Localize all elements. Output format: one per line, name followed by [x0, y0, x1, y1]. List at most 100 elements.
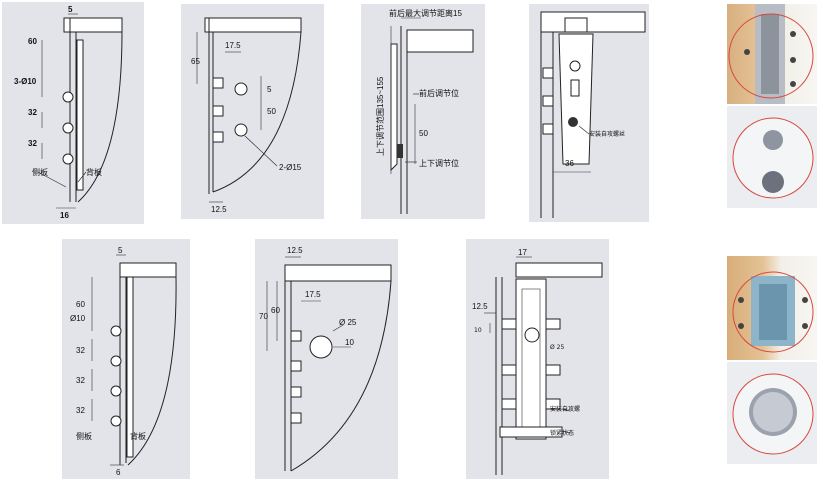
label-top: 前后最大调节距离15 [389, 8, 462, 18]
dim-60-label: 60 [28, 37, 37, 46]
dim-12-5-label: 12.5 [287, 246, 303, 255]
hinge-plate [126, 276, 134, 458]
dim-5-label: 5 [267, 85, 272, 94]
screw-2 [790, 31, 796, 37]
dim-32b-label: 32 [28, 139, 37, 148]
slot-1 [212, 77, 224, 89]
slot-3 [542, 123, 554, 135]
dim-17-5-label: 17.5 [225, 41, 241, 50]
back-panel-curve [212, 31, 302, 193]
dim-50-label: 50 [419, 129, 428, 138]
side-label: 侧板 [76, 431, 92, 441]
dim-60-label: 60 [271, 306, 280, 315]
back-panel-curve [290, 280, 392, 472]
highlight-circle [728, 13, 814, 99]
hole-large [309, 335, 333, 359]
leader-screw [578, 125, 590, 135]
hinge-photo-top [727, 4, 817, 104]
slot-2 [290, 360, 302, 372]
dim-top-label: 5 [68, 5, 73, 14]
top-board [63, 17, 123, 33]
highlight-circle [732, 117, 814, 199]
diagram-4-drawing: 安装自攻螺丝 36 [540, 11, 646, 218]
dim-hole-label: 2-Ø15 [279, 163, 302, 172]
dim-12-5-label: 12.5 [211, 205, 227, 214]
back-label: 背板 [86, 167, 102, 177]
diagram-1-drawing: 5 60 3-Ø10 32 32 侧板 背板 16 [14, 5, 123, 220]
hole-2 [234, 123, 248, 137]
hole-large-inner [753, 392, 793, 432]
label-lock: 锁紧状态 [550, 429, 574, 437]
diagram-2: 17.5 65 5 50 2-Ø15 12.5 [181, 4, 324, 219]
leader-hole [332, 324, 344, 332]
screw-left-3 [501, 398, 517, 410]
hole-2 [62, 122, 74, 134]
label-screw: 安装自攻螺 [550, 405, 580, 413]
holes-photo-top-drawing [732, 117, 814, 199]
hinge-metal-inner [759, 284, 787, 340]
holes-photo-top [727, 106, 817, 208]
screw-right-1 [545, 318, 561, 330]
side-label: 侧板 [32, 167, 48, 177]
dim-bottom-label: 16 [60, 211, 69, 220]
diagram-1: 5 60 3-Ø10 32 32 侧板 背板 16 [2, 2, 144, 224]
label-front: 前后调节位 [419, 88, 459, 98]
leader-back [77, 171, 87, 183]
dim-32a-label: 32 [28, 108, 37, 117]
dim-hole-label: 3-Ø10 [14, 77, 37, 86]
hole-2 [110, 355, 122, 367]
hole-4 [110, 415, 122, 427]
back-panel-curve [77, 31, 123, 203]
back-panel-curve [127, 276, 177, 466]
diagram-5: 5 60 Ø10 32 32 32 侧板 背板 6 [62, 239, 190, 479]
hole-1 [110, 325, 122, 337]
diagram-3-drawing: 前后最大调节距离15 上下调节范围135~155 前后调节位 50 上下调节位 [375, 8, 474, 214]
hole-1 [763, 130, 783, 150]
leader-hole [244, 135, 278, 167]
screw-4 [802, 323, 808, 329]
dim-6-label: 6 [116, 468, 121, 477]
screw-4 [790, 81, 796, 87]
screw-right-2 [545, 364, 561, 376]
adjust-screw [397, 144, 403, 158]
hole-photo-bottom [727, 362, 817, 464]
leader-side [37, 171, 67, 188]
diagram-4: 安装自攻螺丝 36 [529, 4, 649, 222]
hole-2 [762, 171, 784, 193]
screw-left-2 [501, 364, 517, 376]
back-label: 背板 [130, 431, 146, 441]
hinge-body [515, 278, 547, 440]
dim-hole-label: Ø10 [70, 314, 86, 323]
hole-1 [62, 91, 74, 103]
highlight-circle [732, 271, 814, 353]
top-board [284, 264, 392, 282]
dim-17-label: 17 [518, 248, 527, 257]
hole-photo-bottom-drawing [732, 373, 814, 455]
dim-32c-label: 32 [76, 406, 85, 415]
diagram-7-drawing: 17 12.5 10 Ø 25 安装自攻螺 锁紧状态 [472, 248, 603, 475]
slot-2 [212, 105, 224, 117]
diagram-6-drawing: 12.5 17.5 70 60 Ø 25 10 [259, 246, 392, 472]
screw-right-3 [545, 398, 561, 410]
dim-50-label: 50 [267, 107, 276, 116]
dim-32b-label: 32 [76, 376, 85, 385]
label-range: 上下调节范围135~155 [375, 76, 385, 156]
dim-12-5-label: 12.5 [472, 302, 488, 311]
top-board [119, 262, 177, 278]
slot-3 [212, 131, 224, 143]
screw-3 [802, 297, 808, 303]
dim-17-5-label: 17.5 [305, 290, 321, 299]
top-board [204, 17, 302, 33]
hinge-photo-bottom-drawing [732, 271, 814, 353]
dim-hole-label: Ø 25 [550, 344, 564, 351]
leader-lock [561, 430, 571, 434]
screw-left-1 [501, 318, 517, 330]
dim-70-label: 70 [259, 312, 268, 321]
top-board [540, 11, 646, 33]
hinge-hole-top [569, 60, 581, 72]
dim-10-label: 10 [345, 338, 354, 347]
dim-36-label: 36 [565, 159, 574, 168]
hinge-slot [570, 79, 580, 97]
top-board [406, 29, 474, 53]
dim-5-label: 5 [118, 246, 123, 255]
